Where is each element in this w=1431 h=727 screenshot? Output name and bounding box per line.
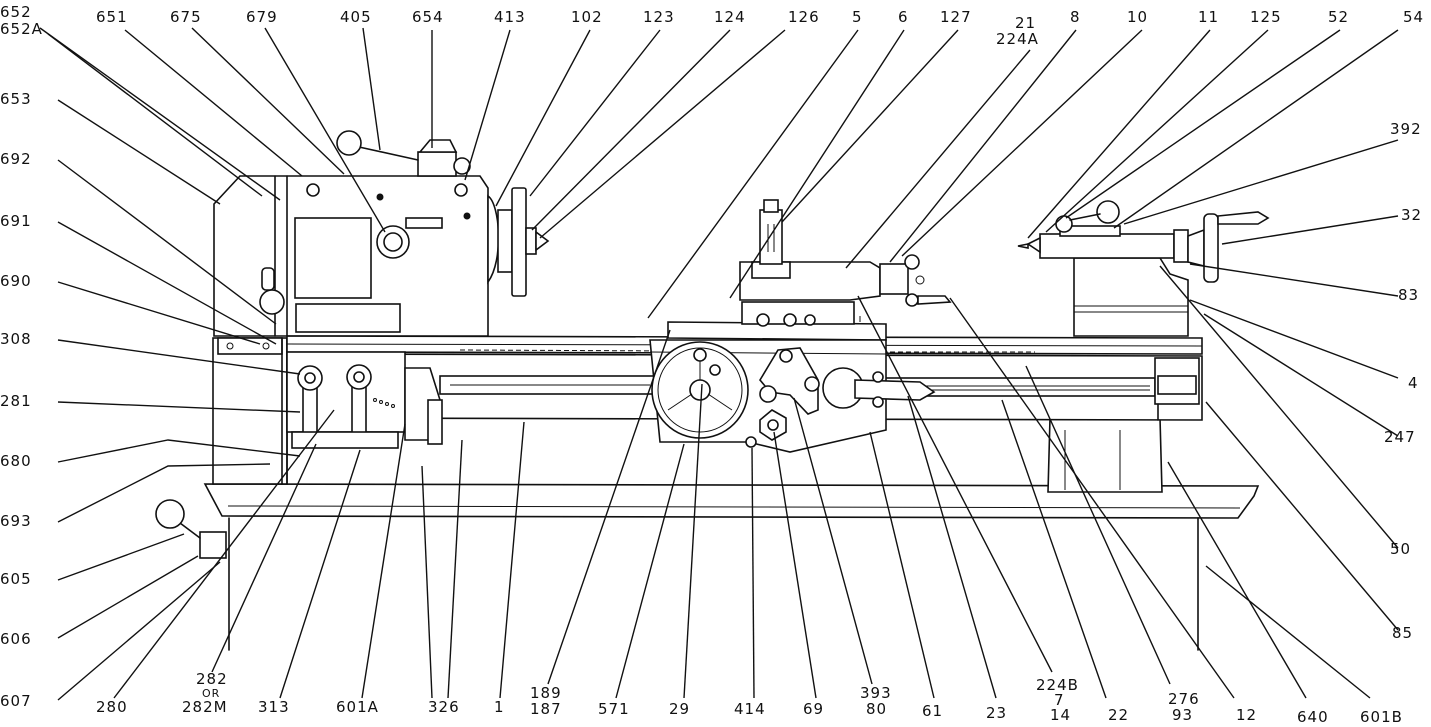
label-85: 85	[1392, 624, 1413, 642]
label-675: 675	[170, 8, 202, 26]
label-654: 654	[412, 8, 444, 26]
label-189: 189	[530, 684, 562, 702]
label-392: 392	[1390, 120, 1422, 138]
carriage-apron	[649, 321, 936, 453]
label-280: 280	[96, 698, 128, 716]
label-10: 10	[1127, 8, 1148, 26]
label-601a: 601A	[336, 698, 379, 716]
label-124: 124	[714, 8, 746, 26]
right-pedestal	[1047, 417, 1163, 493]
label-247: 247	[1384, 428, 1416, 446]
label-93: 93	[1172, 706, 1193, 724]
label-680: 680	[0, 452, 32, 470]
label-281: 281	[0, 392, 32, 410]
label-571: 571	[598, 700, 630, 718]
label-80: 80	[866, 700, 887, 718]
label-7: 7	[1054, 691, 1065, 709]
label-4: 4	[1408, 374, 1419, 392]
label-50: 50	[1390, 540, 1411, 558]
label-276: 276	[1168, 690, 1200, 708]
label-123: 123	[643, 8, 675, 26]
label-187: 187	[530, 700, 562, 718]
label-282-or: OR	[202, 687, 220, 700]
label-601b: 601B	[1360, 708, 1403, 726]
label-393: 393	[860, 684, 892, 702]
label-127: 127	[940, 8, 972, 26]
label-690: 690	[0, 272, 32, 290]
label-83: 83	[1398, 286, 1419, 304]
label-224b: 224B	[1036, 676, 1079, 694]
label-693: 693	[0, 512, 32, 530]
quick-change-gearbox	[286, 351, 443, 449]
label-282m: 282M	[182, 698, 228, 716]
part-labels: 652 652A 651 675 679 405 654 413 102 123…	[0, 3, 1424, 726]
label-224a: 224A	[996, 30, 1039, 48]
label-29: 29	[669, 700, 690, 718]
label-126: 126	[788, 8, 820, 26]
label-652: 652	[0, 3, 32, 21]
leader-lines	[39, 27, 1399, 701]
label-61: 61	[922, 702, 943, 720]
label-679: 679	[246, 8, 278, 26]
label-313: 313	[258, 698, 290, 716]
label-14: 14	[1050, 706, 1071, 724]
label-308: 308	[0, 330, 32, 348]
label-5: 5	[852, 8, 863, 26]
label-11: 11	[1198, 8, 1219, 26]
label-52: 52	[1328, 8, 1349, 26]
label-606: 606	[0, 630, 32, 648]
label-605: 605	[0, 570, 32, 588]
lathe-illustration	[155, 130, 1270, 651]
label-125: 125	[1250, 8, 1282, 26]
label-282: 282	[196, 670, 228, 688]
label-1: 1	[494, 698, 505, 716]
label-414: 414	[734, 700, 766, 718]
label-54: 54	[1403, 8, 1424, 26]
label-32: 32	[1401, 206, 1422, 224]
motor-switch	[155, 499, 227, 559]
label-652a: 652A	[0, 20, 43, 38]
cross-slide-toolpost	[739, 199, 952, 327]
label-326: 326	[428, 698, 460, 716]
headstock	[213, 130, 550, 337]
label-12: 12	[1236, 706, 1257, 724]
label-405: 405	[340, 8, 372, 26]
label-23: 23	[986, 704, 1007, 722]
label-69: 69	[803, 700, 824, 718]
label-102: 102	[571, 8, 603, 26]
label-607: 607	[0, 692, 32, 710]
label-21: 21	[1015, 14, 1036, 32]
label-651: 651	[96, 8, 128, 26]
label-653: 653	[0, 90, 32, 108]
label-640: 640	[1297, 708, 1329, 726]
label-692: 692	[0, 150, 32, 168]
label-8: 8	[1070, 8, 1081, 26]
label-413: 413	[494, 8, 526, 26]
tailstock	[1017, 200, 1270, 337]
label-6: 6	[898, 8, 909, 26]
label-691: 691	[0, 212, 32, 230]
label-22: 22	[1108, 706, 1129, 724]
